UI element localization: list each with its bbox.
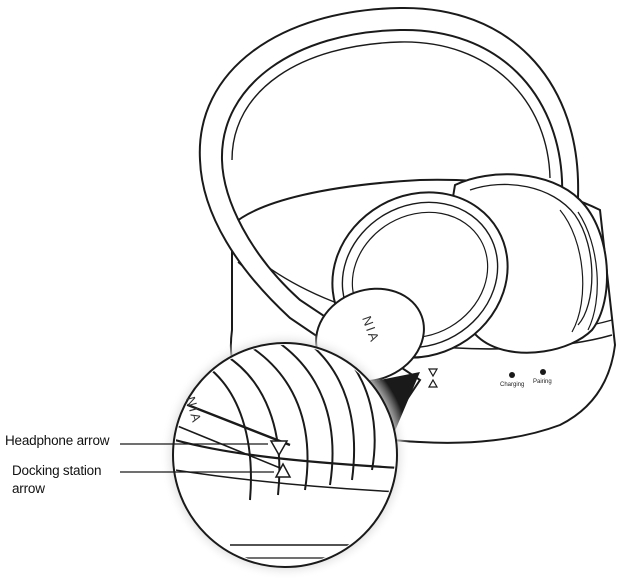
product-arrows <box>427 368 439 388</box>
docking-station-arrow-label-line2: arrow <box>12 481 45 496</box>
dock-indicators: Charging Pairing <box>500 369 552 388</box>
magnified-dock-arrow <box>274 462 292 478</box>
pairing-led <box>540 369 546 375</box>
pairing-label: Pairing <box>533 379 552 385</box>
magnified-brand-text: NIA <box>183 395 205 426</box>
docking-station-arrow-label-line1: Docking station <box>12 463 102 478</box>
magnifier: NIA <box>160 330 420 580</box>
magnified-headphone-arrow <box>269 440 289 457</box>
headphone-arrow-label: Headphone arrow <box>5 433 110 448</box>
charging-led <box>509 372 515 378</box>
charging-label: Charging <box>500 382 524 388</box>
callout-lines <box>120 443 274 473</box>
